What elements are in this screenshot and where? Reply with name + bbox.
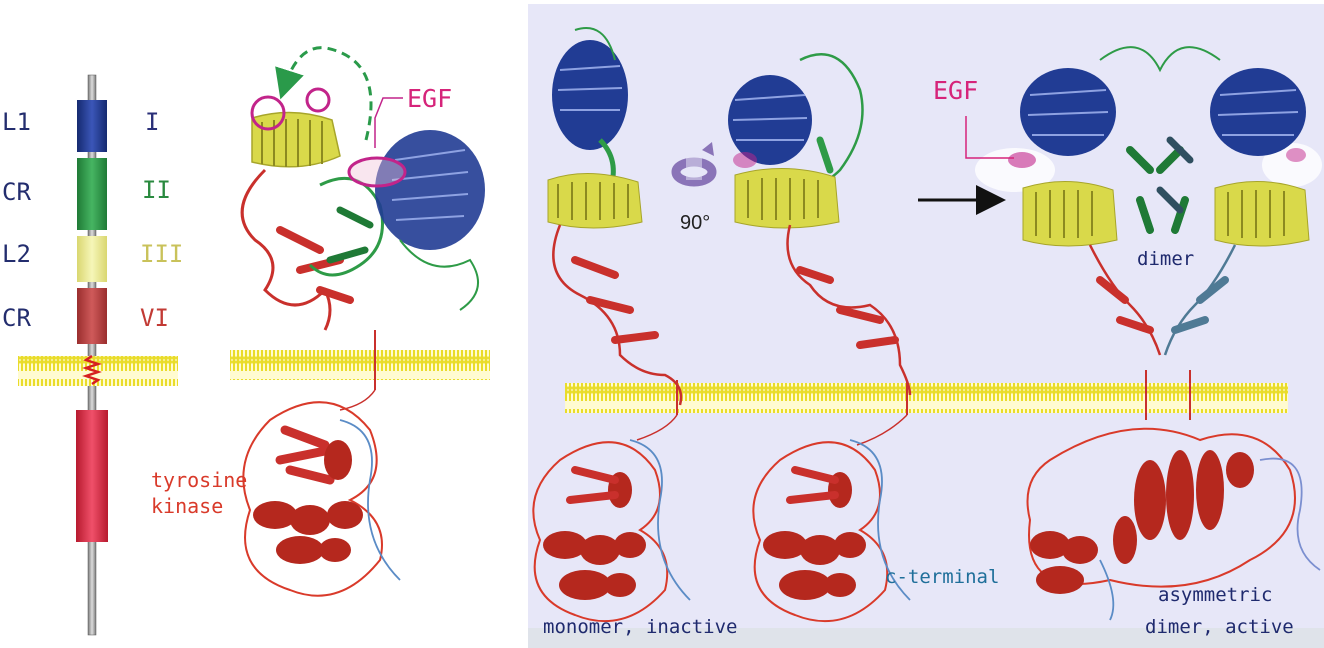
active-dimer-structure (965, 46, 1322, 621)
domain-iv-cylinder (77, 288, 107, 344)
domain-label-cr-1: CR (2, 178, 31, 206)
monomer-inactive-label: monomer, inactive (543, 616, 738, 638)
egf-site-ellipse (347, 156, 407, 188)
tether-arrow (275, 46, 373, 141)
transmembrane-helix (82, 354, 102, 386)
monomer-structure-left (230, 46, 490, 597)
kinase-linker (339, 389, 376, 411)
egf-binding-circle-2 (305, 87, 331, 113)
asymmetric-dimer-label-line1: asymmetric (1158, 584, 1273, 606)
domain-numeral-vi: VI (140, 304, 169, 332)
domain-i-structure (375, 130, 485, 250)
rotation-arrow-icon (671, 140, 717, 187)
domain-label-cr-2: CR (2, 304, 31, 332)
domain-label-l1: L1 (2, 108, 31, 136)
asymmetric-dimer-label-line2: dimer, active (1145, 616, 1294, 638)
right-panel-background (528, 4, 1324, 648)
domain-label-l2: L2 (2, 240, 31, 268)
monomer-side-view (532, 27, 691, 623)
kinase-label-line1: tyrosine (151, 468, 248, 492)
domain-iii-structure (251, 111, 341, 168)
backbone-rod (87, 74, 97, 636)
domain-iv-structure (240, 168, 332, 331)
domain-i-cylinder (77, 100, 107, 152)
egf-label-right: EGF (933, 76, 979, 105)
egf-pointer-line (374, 97, 403, 148)
c-terminal-label: c-terminal (885, 566, 1000, 588)
membrane-middle (230, 350, 490, 380)
c-terminal-tail-left (339, 419, 401, 581)
membrane-right (565, 383, 1288, 413)
domain-numeral-iii: III (140, 240, 184, 268)
right-panel-footer-band (528, 628, 1324, 648)
kinase-label-line2: kinase (151, 494, 224, 518)
rotation-label: 90° (680, 212, 711, 234)
egf-label-left: EGF (407, 84, 453, 113)
monomer-front-view (728, 53, 912, 623)
kinase-cylinder (76, 410, 108, 542)
domain-ii-cylinder (77, 158, 107, 230)
domain-iii-cylinder (77, 236, 107, 282)
dimer-label: dimer (1137, 248, 1195, 270)
egf-binding-circle-1 (250, 95, 286, 131)
kinase-structure-left (242, 401, 383, 597)
egf-pointer-right (965, 116, 1014, 159)
domain-numeral-i: I (145, 108, 160, 136)
domain-numeral-ii: II (142, 176, 171, 204)
receptor-schematic (18, 74, 178, 636)
